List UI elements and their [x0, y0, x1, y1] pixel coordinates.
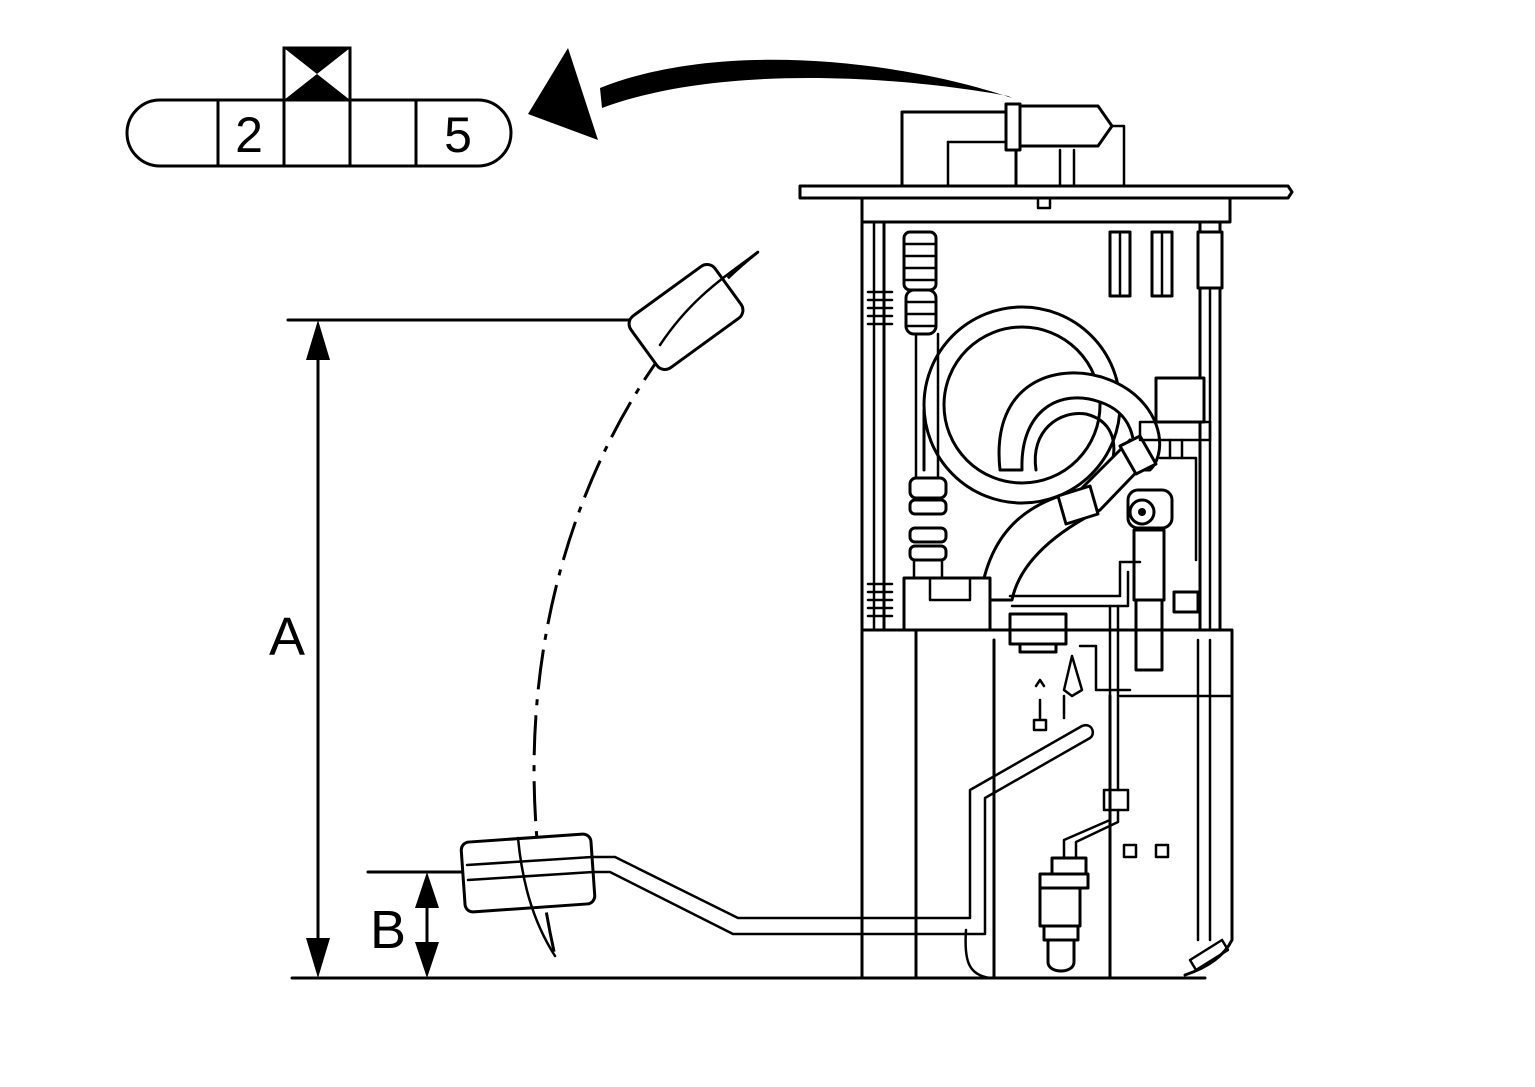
flange-base: [860, 196, 1232, 224]
wire-harness: [1008, 560, 1142, 598]
float-arc-overlay: [658, 250, 760, 347]
connector-pointer-arrow: [528, 48, 1012, 140]
terminal-2-label: 2: [235, 107, 263, 163]
connector-body: [125, 98, 513, 168]
float-arm-pivot: [1126, 488, 1174, 672]
clip: [1196, 230, 1224, 290]
top-connector-plug: [1008, 104, 1114, 148]
module-flange: [798, 184, 1294, 200]
float-empty-position: [459, 832, 597, 958]
connector-lock-tab: [282, 46, 352, 102]
reservoir-cup: [860, 628, 1234, 980]
dimension-b: B: [366, 870, 472, 978]
diagonal-hose: [978, 434, 1158, 602]
plug-collar: [1004, 102, 1022, 152]
outlet-block: [900, 110, 1018, 188]
arrowhead: [415, 872, 439, 908]
float-arm: [591, 723, 1094, 936]
arrowhead: [306, 320, 330, 360]
arrowhead: [415, 942, 439, 978]
sender-box: [1154, 376, 1206, 424]
flange-tab: [1036, 196, 1052, 210]
vertical-hose: [902, 230, 948, 580]
dimension-a: A: [269, 318, 680, 978]
terminal-5-label: 5: [444, 107, 472, 163]
lower-sensor: [1038, 788, 1130, 973]
arrowhead: [306, 938, 330, 978]
small-clip: [1172, 590, 1200, 614]
dimension-a-label: A: [269, 607, 305, 667]
connector-face-view: 2 5: [125, 46, 513, 168]
coiled-hose: [922, 305, 1162, 505]
float-full-position: [627, 263, 745, 371]
dimension-b-label: B: [370, 900, 406, 960]
fuel-pump-module: [798, 102, 1294, 980]
